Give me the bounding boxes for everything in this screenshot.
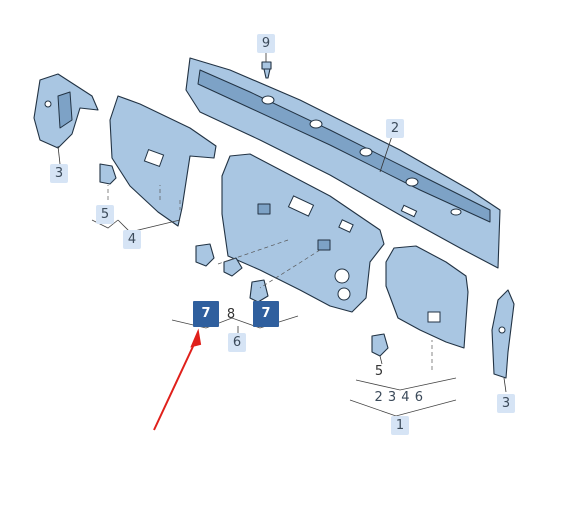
callout-3-left[interactable]: 3 bbox=[50, 164, 68, 183]
callout-3-right[interactable]: 3 bbox=[497, 394, 515, 413]
part-clip-right[interactable] bbox=[371, 333, 389, 357]
part-center-panel[interactable] bbox=[221, 153, 385, 313]
callout-4[interactable]: 4 bbox=[123, 230, 141, 249]
part-clip-left[interactable] bbox=[99, 163, 117, 185]
part-insulation-right[interactable] bbox=[385, 245, 469, 349]
callout-7-right[interactable]: 7 bbox=[253, 301, 279, 327]
part-insulation-left[interactable] bbox=[109, 95, 217, 227]
part-bracket-right[interactable] bbox=[491, 289, 515, 379]
part-clip-7-right[interactable] bbox=[249, 279, 269, 303]
callout-5-left[interactable]: 5 bbox=[96, 205, 114, 224]
part-bracket-left[interactable] bbox=[33, 73, 99, 149]
callout-7-left[interactable]: 7 bbox=[193, 301, 219, 327]
callout-8[interactable]: 8 bbox=[226, 307, 236, 322]
red-arrow-icon bbox=[153, 328, 202, 431]
callout-6[interactable]: 6 bbox=[228, 333, 246, 352]
callout-5-right[interactable]: 5 bbox=[374, 364, 384, 379]
part-clip-7-left[interactable] bbox=[195, 243, 215, 267]
callout-2[interactable]: 2 bbox=[386, 119, 404, 138]
callout-1[interactable]: 1 bbox=[391, 416, 409, 435]
part-bolt[interactable] bbox=[261, 61, 272, 79]
callout-9[interactable]: 9 bbox=[257, 34, 275, 53]
callout-group-2346[interactable]: 2 3 4 6 bbox=[374, 390, 424, 405]
part-crossmember[interactable] bbox=[185, 57, 501, 269]
